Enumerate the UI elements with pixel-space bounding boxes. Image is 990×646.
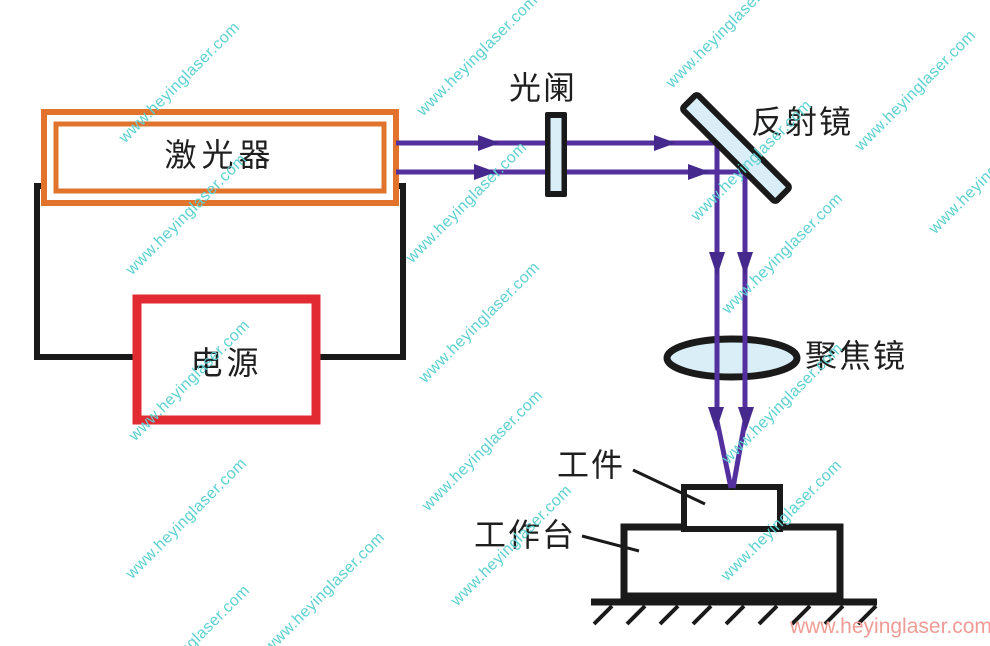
focus-lens <box>663 335 801 381</box>
focus-lens-label: 聚焦镜 <box>805 338 908 374</box>
beam-arrowhead <box>709 252 725 276</box>
ground-hatching <box>592 604 878 626</box>
laser-tube-inner <box>53 121 387 194</box>
worktable-leader-line <box>581 534 640 553</box>
beam-arrowhead <box>708 407 724 431</box>
beam-arrowhead <box>738 407 754 431</box>
workpiece-leader-line <box>632 468 706 506</box>
beam-arrowhead <box>737 252 753 276</box>
beam-path-lower <box>396 169 748 489</box>
mirror-element <box>680 92 792 204</box>
beam-arrowhead <box>474 164 496 180</box>
mirror-label: 反射镜 <box>751 104 854 140</box>
workpiece-box <box>681 484 783 532</box>
power-supply-box <box>132 294 321 425</box>
laser-beams <box>396 140 748 489</box>
beam-arrowheads <box>474 135 754 431</box>
worktable-box <box>620 523 844 600</box>
beam-arrowhead <box>654 135 676 151</box>
worktable-label: 工作台 <box>474 517 577 553</box>
aperture-label: 光阑 <box>508 70 577 106</box>
workpiece-label: 工件 <box>557 447 626 483</box>
aperture-window <box>550 118 562 191</box>
beam-arrowhead <box>478 135 500 151</box>
footer-watermark-text: www.heyinglaser.com <box>790 615 990 638</box>
beam-arrowhead <box>688 164 710 180</box>
laser-label: 激光器 <box>164 137 276 173</box>
mirror-body <box>680 92 792 204</box>
aperture-element <box>545 112 567 197</box>
power-supply-label: 电源 <box>190 345 263 381</box>
laser-tube-outer <box>41 109 399 206</box>
